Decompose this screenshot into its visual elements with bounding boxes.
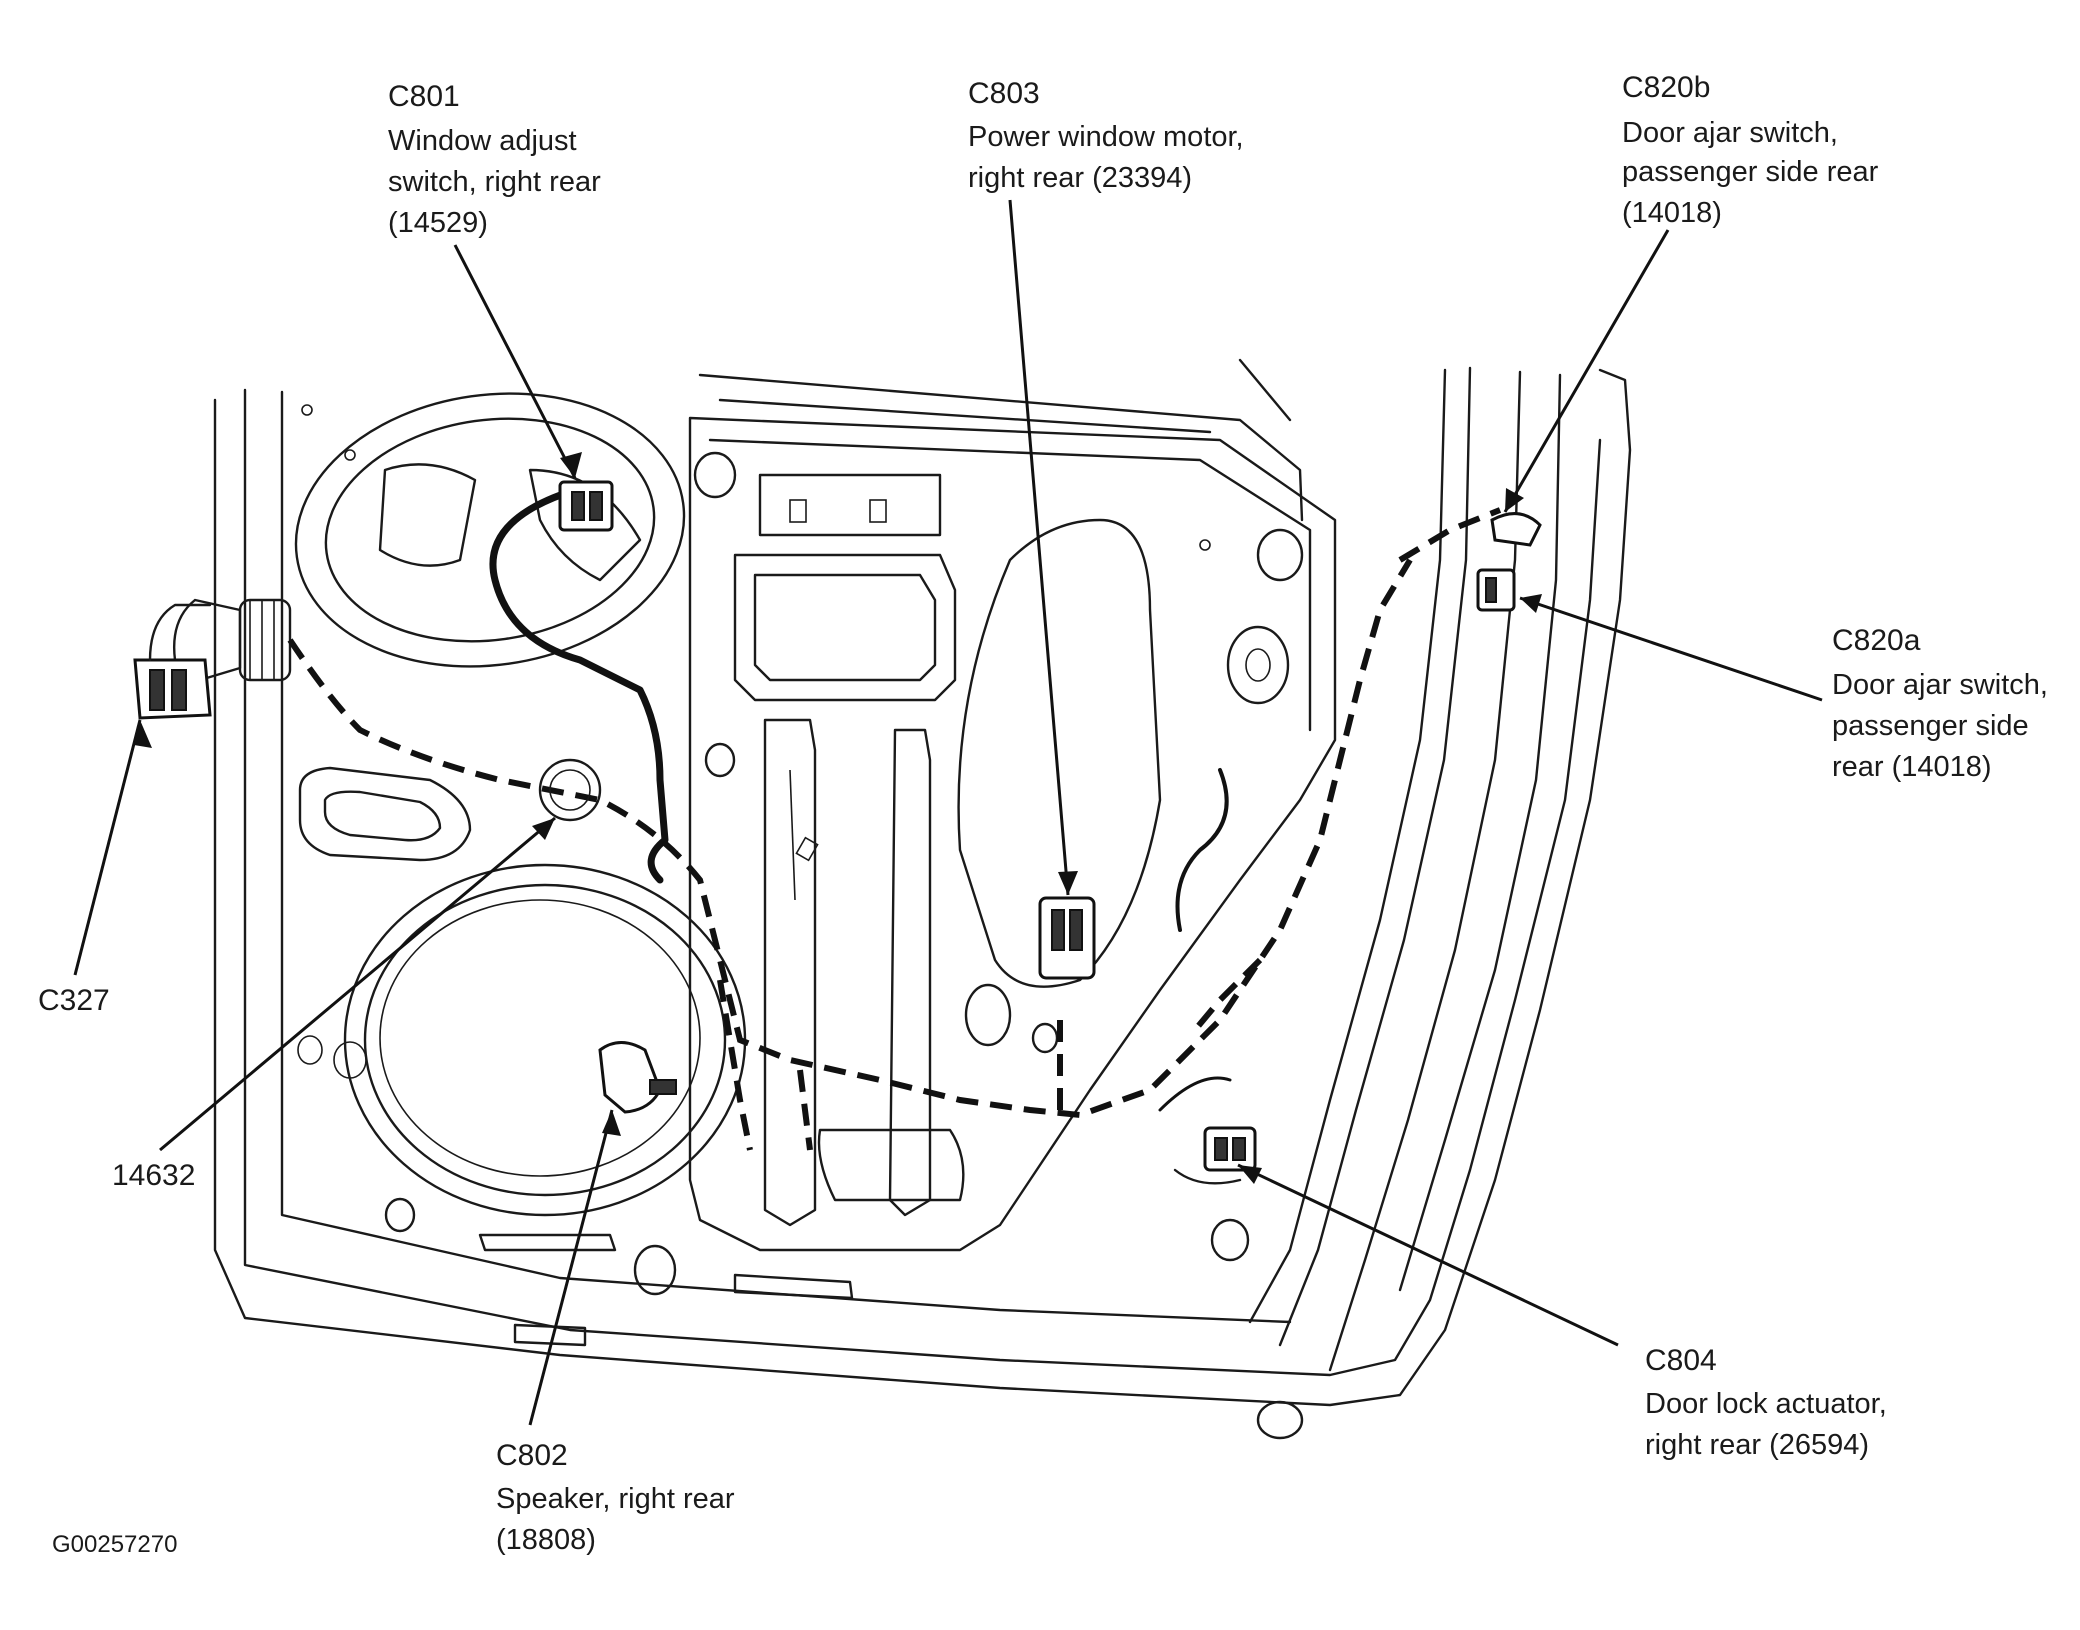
leader-lines: [73, 199, 1823, 1426]
c820a-line3: rear (14018): [1832, 751, 1992, 783]
wiring-harness: [287, 486, 1502, 1151]
c820b-line2: passenger side rear: [1622, 156, 1879, 188]
inner-handle-pocket: [294, 392, 686, 668]
grommet-14632-shape: [538, 758, 602, 822]
harness-trunk-main: [287, 558, 1413, 1119]
c802-line2: (18808): [496, 1524, 596, 1556]
connector-c802-shape: [598, 1041, 677, 1114]
leader-c804: [1237, 1163, 1619, 1347]
c327-code: C327: [38, 984, 110, 1017]
c801-line3: (14529): [388, 207, 488, 239]
c804-line2: right rear (26594): [1645, 1429, 1869, 1461]
callout-c820b: C820b Door ajar switch, passenger side r…: [1622, 71, 1879, 229]
c820b-code: C820b: [1622, 71, 1710, 104]
c803-line1: Power window motor,: [968, 121, 1244, 153]
c820b-line1: Door ajar switch,: [1622, 117, 1838, 149]
callout-c801: C801 Window adjust switch, right rear (1…: [388, 80, 601, 239]
c801-code: C801: [388, 80, 460, 113]
leader-c820a: [1519, 596, 1823, 702]
connector-c804-shape: [1173, 1126, 1257, 1185]
callout-c327: C327: [38, 984, 110, 1017]
speaker-opening: [343, 863, 747, 1217]
c803-line2: right rear (23394): [968, 162, 1192, 194]
leader-c327: [73, 719, 142, 976]
c804-code: C804: [1645, 1344, 1717, 1377]
regulator-panel: [688, 416, 1337, 1252]
c820b-line3: (14018): [1622, 197, 1722, 229]
window-slot: [957, 518, 1162, 988]
leader-c803: [1008, 199, 1070, 896]
door-inner-frame: [243, 388, 1602, 1377]
c820a-line2: passenger side: [1832, 710, 2029, 742]
callout-c804: C804 Door lock actuator, right rear (265…: [1645, 1344, 1887, 1461]
connector-c820b-shape: [1490, 512, 1542, 547]
c820a-code: C820a: [1832, 624, 1921, 657]
leader-14632: [159, 816, 556, 1152]
c802-code: C802: [496, 1439, 568, 1472]
c820a-line1: Door ajar switch,: [1832, 669, 2048, 701]
access-holes: [297, 404, 1304, 1440]
figure-id: G00257270: [52, 1531, 177, 1558]
c801-line2: switch, right rear: [388, 166, 601, 198]
connector-c820a-shape: [1476, 568, 1516, 612]
leader-c801: [453, 244, 577, 479]
c803-code: C803: [968, 77, 1040, 110]
leader-c802: [528, 1109, 614, 1426]
connector-c801-shape: [558, 480, 614, 532]
c801-line1: Window adjust: [388, 125, 577, 157]
c802-line1: Speaker, right rear: [496, 1483, 735, 1515]
harness-trunk-upper: [489, 486, 669, 884]
c804-line1: Door lock actuator,: [1645, 1388, 1887, 1420]
callout-c802: C802 Speaker, right rear (18808): [496, 1439, 735, 1556]
connector-c327-shape: [133, 603, 212, 720]
door-outer-shell: [213, 368, 1632, 1407]
connector-c803-shape: [1038, 896, 1096, 980]
leader-c820b: [1503, 229, 1670, 513]
callout-14632: 14632: [112, 1159, 195, 1192]
callout-c803: C803 Power window motor, right rear (233…: [968, 77, 1244, 194]
door-illustration: [173, 358, 1632, 1440]
h14632-code: 14632: [112, 1159, 195, 1192]
callout-c820a: C820a Door ajar switch, passenger side r…: [1832, 624, 2048, 783]
